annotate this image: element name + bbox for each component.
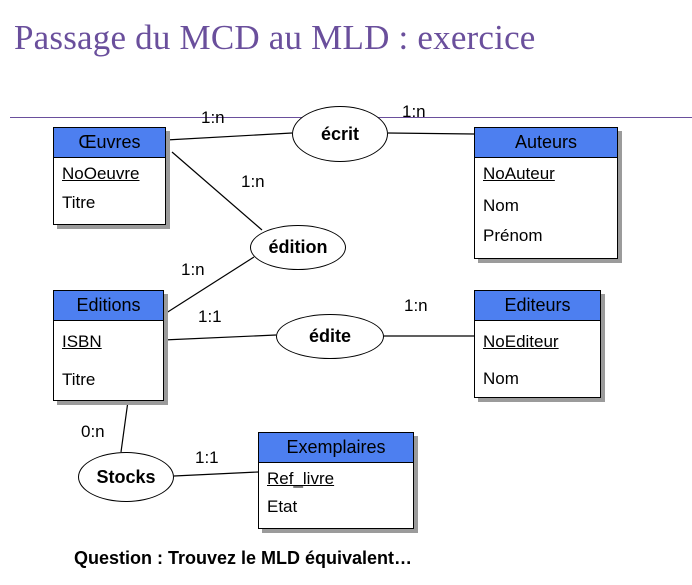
cardinality-editions-stocks: 0:n [81, 422, 105, 441]
cardinality-oeuvres-ecrit: 1:n [201, 108, 225, 127]
entity-editions-title: Editions [54, 291, 163, 321]
link-editions-edite [162, 334, 277, 341]
entity-exemplaires-key: Ref_livre [267, 469, 335, 488]
entity-oeuvres-attr-titre: Titre [62, 193, 96, 212]
link-oeuvres-edition [171, 151, 263, 231]
link-editions-stocks [120, 400, 129, 453]
entity-exemplaires-title: Exemplaires [259, 433, 413, 463]
association-ecrit: écrit [292, 106, 388, 162]
entity-auteurs-attr-nom: Nom [483, 196, 519, 215]
cardinality-oeuvres-edition: 1:n [241, 172, 265, 191]
link-ecrit-auteurs [387, 132, 475, 135]
association-edition: édition [250, 225, 346, 270]
entity-editeurs: Editeurs NoEditeur Nom [474, 290, 601, 398]
link-oeuvres-ecrit [165, 132, 293, 141]
entity-oeuvres-key: NoOeuvre [62, 164, 140, 183]
link-edition-editions [162, 256, 255, 316]
entity-editeurs-key: NoEditeur [483, 332, 559, 351]
entity-auteurs-attr-prenom: Prénom [483, 226, 543, 245]
question-text: Question : Trouvez le MLD équivalent… [74, 548, 413, 568]
entity-editeurs-attr-nom: Nom [483, 369, 519, 388]
entity-exemplaires-attr-etat: Etat [267, 497, 298, 516]
entity-exemplaires: Exemplaires Ref_livre Etat [258, 432, 414, 529]
entity-auteurs: Auteurs NoAuteur Nom Prénom [474, 127, 618, 259]
entity-oeuvres: Œuvres NoOeuvre Titre [53, 127, 166, 225]
association-edite: édite [276, 314, 384, 359]
cardinality-editions-edition: 1:n [181, 260, 205, 279]
link-stocks-exemplaires [173, 471, 259, 477]
entity-auteurs-key: NoAuteur [483, 164, 555, 183]
entity-oeuvres-title: Œuvres [54, 128, 165, 158]
cardinality-auteurs-ecrit: 1:n [402, 102, 426, 121]
entity-editions-key: ISBN [62, 332, 102, 351]
slide-title: Passage du MCD au MLD : exercice [14, 18, 536, 57]
entity-editeurs-title: Editeurs [475, 291, 600, 321]
cardinality-exemplaires-stocks: 1:1 [195, 448, 219, 467]
entity-auteurs-title: Auteurs [475, 128, 617, 158]
cardinality-editions-edite: 1:1 [198, 307, 222, 326]
entity-editions: Editions ISBN Titre [53, 290, 164, 401]
cardinality-editeurs-edite: 1:n [404, 296, 428, 315]
entity-editions-attr-titre: Titre [62, 370, 96, 389]
association-stocks: Stocks [78, 452, 174, 502]
